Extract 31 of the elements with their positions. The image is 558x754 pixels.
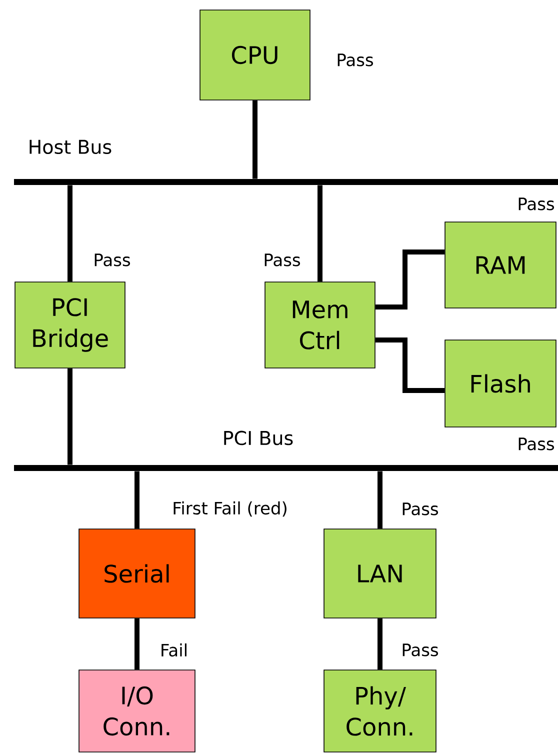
component-box: RAM (444, 222, 556, 308)
component-box: I/O Conn. (78, 670, 196, 752)
component-box: Phy/ Conn. (324, 670, 436, 752)
connector-line (318, 185, 322, 282)
bus-bar: Host Bus (14, 140, 558, 185)
status-label: Pass (518, 438, 554, 450)
component-box: PCI Bridge (14, 282, 126, 368)
edge-label: Pass (262, 252, 302, 268)
edge-label: Pass (400, 502, 440, 516)
component-box: LAN (324, 528, 436, 618)
connector-line (68, 185, 72, 282)
component-box: CPU (200, 10, 310, 100)
connector-line (375, 338, 445, 393)
connector-line (378, 618, 382, 670)
node-label: PCI Bus (224, 430, 293, 446)
component-box: Flash (444, 340, 556, 428)
connector-line (375, 250, 445, 310)
connector-line (134, 618, 140, 670)
connector-line (134, 471, 140, 529)
edge-label: Fail (158, 642, 190, 658)
connector-line (378, 471, 382, 529)
connector-line (68, 368, 72, 465)
connector-line (252, 100, 258, 179)
edge-label: Pass (92, 252, 132, 268)
component-box: Serial (78, 528, 196, 618)
edge-label: Pass (516, 196, 556, 212)
component-box: Mem Ctrl (264, 282, 376, 368)
edge-label: Pass (400, 642, 440, 658)
node-label: Host Bus (30, 140, 112, 154)
status-label: Pass (338, 54, 373, 66)
edge-label: First Fail (red) (171, 500, 289, 518)
